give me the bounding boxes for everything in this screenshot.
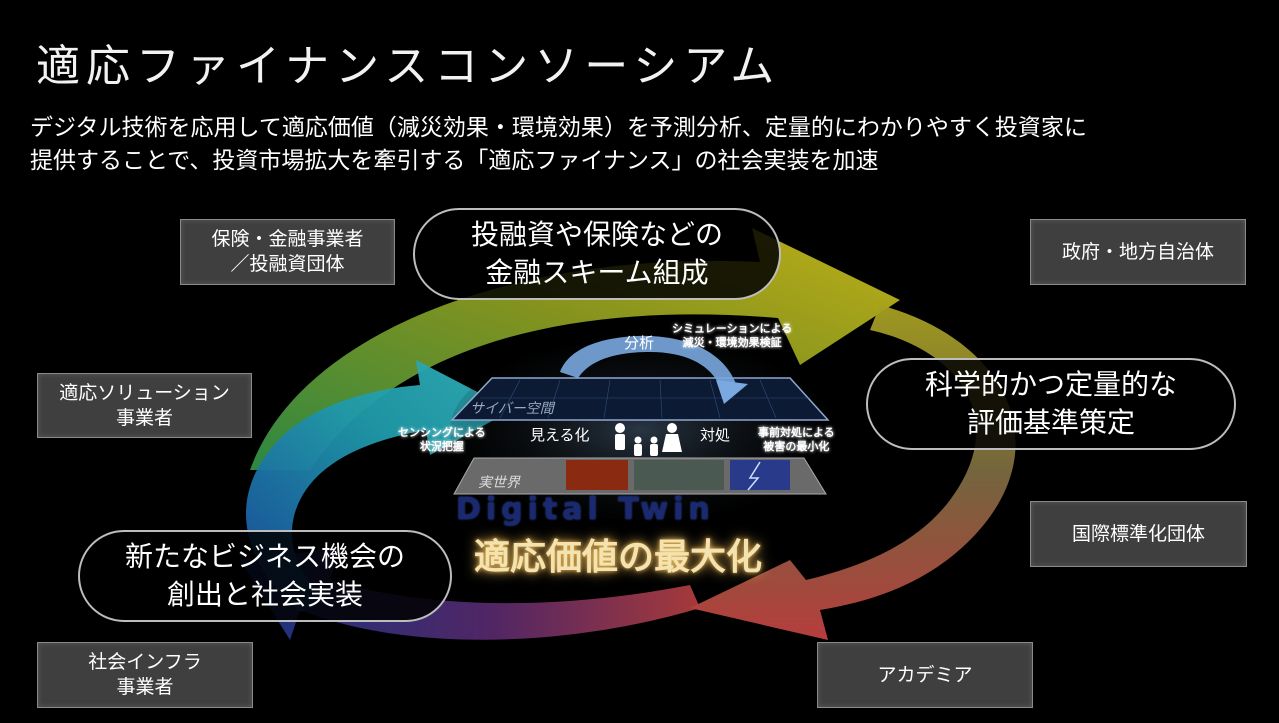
stakeholder-insurance-line2: ／投融資団体 (230, 253, 345, 275)
label-simulation-line2: 減災・環境効果検証 (682, 336, 782, 349)
label-simulation: シミュレーションによる 減災・環境効果検証 (672, 322, 792, 350)
stakeholder-insurance-line1: 保険・金融事業者 (211, 228, 364, 250)
cycle-finance-line2: 金融スキーム組成 (485, 256, 709, 289)
stakeholder-solution: 適応ソリューション 事業者 (37, 373, 252, 438)
page-title: 適応ファイナンスコンソーシアム (36, 41, 781, 92)
stakeholder-standards: 国際標準化団体 (1030, 501, 1247, 567)
label-simulation-line1: シミュレーションによる (672, 322, 793, 335)
adaptation-value-headline: 適応価値の最大化 (474, 537, 763, 578)
label-prevention-line2: 被害の最小化 (763, 440, 830, 453)
storm-photo (730, 460, 790, 490)
stakeholder-standards-label: 国際標準化団体 (1071, 522, 1205, 545)
stakeholder-insurance: 保険・金融事業者 ／投融資団体 (180, 219, 395, 285)
cycle-business-line2: 創出と社会実装 (166, 578, 363, 611)
cycle-finance-scheme: 投融資や保険などの 金融スキーム組成 (413, 208, 781, 300)
twin-cycle-arrow (560, 335, 738, 392)
label-sensing-line1: センシングによる (398, 426, 486, 439)
stakeholder-solution-line1: 適応ソリューション (59, 381, 230, 404)
flood-photo (634, 460, 724, 490)
label-respond: 対処 (700, 426, 731, 444)
cycle-evaluation-standard: 科学的かつ定量的な 評価基準策定 (866, 358, 1236, 450)
subtitle-line-2: 提供することで、投資市場拡大を牽引する「適応ファイナンス」の社会実装を加速 (30, 148, 879, 174)
label-prevention-line1: 事前対処による (758, 426, 835, 439)
subtitle-line-1: デジタル技術を応用して適応価値（減災効果・環境効果）を予測分析、定量的にわかりや… (30, 115, 1087, 141)
digital-twin-label: Digital Twin (456, 492, 715, 527)
cycle-finance-line1: 投融資や保険などの (470, 218, 723, 251)
stakeholder-infra-line1: 社会インフラ (88, 651, 202, 673)
subtitle: デジタル技術を応用して適応価値（減災効果・環境効果）を予測分析、定量的にわかりや… (30, 112, 1087, 178)
label-sensing-line2: 状況把握 (419, 440, 464, 453)
label-prevention: 事前対処による 被害の最小化 (758, 426, 835, 454)
cycle-business-line1: 新たなビジネス機会の (124, 540, 405, 573)
cycle-evaluation-line2: 評価基準策定 (966, 406, 1135, 439)
stakeholder-infra-line2: 事業者 (116, 676, 174, 698)
label-sensing: センシングによる 状況把握 (398, 426, 486, 454)
stakeholder-infra: 社会インフラ 事業者 (37, 642, 253, 708)
stakeholder-academia: アカデミア (817, 642, 1033, 708)
label-real-world: 実世界 (478, 475, 520, 491)
stakeholder-academia-label: アカデミア (877, 663, 973, 686)
label-cyber-space: サイバー空間 (470, 401, 554, 417)
arrow-right (690, 305, 1016, 640)
label-analysis: 分析 (624, 334, 655, 352)
arrow-left (246, 360, 512, 612)
label-visualize: 見える化 (530, 426, 590, 444)
stakeholder-government: 政府・地方自治体 (1030, 219, 1246, 285)
stakeholder-solution-line2: 事業者 (115, 406, 173, 429)
fire-photo (566, 460, 628, 490)
cycle-evaluation-line1: 科学的かつ定量的な (924, 368, 1177, 401)
stakeholder-government-label: 政府・地方自治体 (1061, 240, 1214, 263)
family-icon (615, 423, 682, 456)
cycle-business-opportunity: 新たなビジネス機会の 創出と社会実装 (78, 530, 452, 622)
